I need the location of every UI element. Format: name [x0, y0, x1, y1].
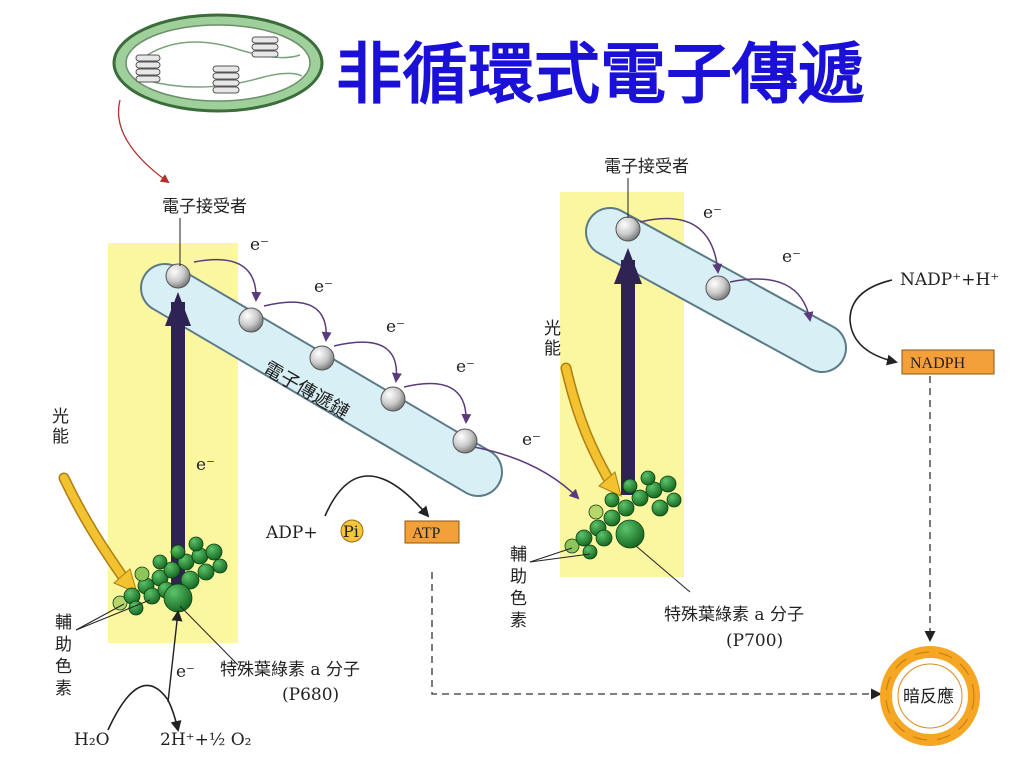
nadp-label: NADP⁺+H⁺ — [900, 270, 999, 290]
nadph-box — [901, 349, 995, 375]
p700-reaction-center — [615, 519, 645, 549]
dark-reaction-label: 暗反應 — [903, 686, 954, 707]
water-label: H₂O — [74, 730, 110, 750]
chloroplast-illustration — [112, 13, 324, 184]
reaction-center-2-code: (P700) — [726, 631, 783, 651]
svg-text:色: 色 — [510, 589, 527, 609]
electron-labels: e⁻ e⁻ e⁻ e⁻ e⁻ e⁻ e⁻ e⁻ e⁻ — [176, 203, 801, 682]
electron-label: e⁻ — [782, 247, 801, 267]
electron-label: e⁻ — [196, 455, 215, 475]
electron-acceptor-label-2: 電子接受者 — [604, 157, 689, 177]
svg-text:輔: 輔 — [510, 545, 527, 565]
reaction-center-1-name: 特殊葉綠素 a 分子 — [220, 660, 360, 680]
svg-text:輔: 輔 — [55, 613, 72, 633]
atp-box — [404, 520, 460, 544]
pi-label: Pi — [343, 522, 359, 541]
electron-carriers — [165, 216, 731, 454]
svg-text:素: 素 — [510, 611, 527, 631]
pigment-cluster-p700 — [564, 470, 682, 560]
p680-reaction-center — [163, 583, 193, 613]
water-splitting-arrow — [107, 684, 182, 732]
electron-label: e⁻ — [314, 277, 333, 297]
svg-text:助: 助 — [510, 567, 527, 587]
electron-hop-arrows — [193, 217, 814, 500]
light-energy-label-2b: 能 — [544, 339, 561, 359]
reaction-center-1-code: (P680) — [282, 685, 339, 705]
electron-label: e⁻ — [522, 430, 541, 450]
excitation-arrow-p700 — [614, 248, 642, 495]
svg-text:色: 色 — [55, 657, 72, 677]
svg-text:助: 助 — [55, 635, 72, 655]
dark-reaction-cycle: 暗反應 — [880, 646, 980, 746]
adp-label: ADP+ — [265, 523, 318, 543]
page-title: 非循環式電子傳遞 — [336, 36, 865, 113]
electron-label: e⁻ — [250, 235, 269, 255]
light-energy-label-1b: 能 — [52, 427, 69, 447]
electron-label: e⁻ — [176, 662, 195, 682]
pigment-cluster-p680 — [112, 536, 228, 616]
electron-label: e⁻ — [456, 357, 475, 377]
light-energy-arrow-2 — [560, 362, 622, 497]
light-energy-label-2a: 光 — [544, 319, 561, 339]
electron-transport-chain-1 — [142, 265, 501, 495]
electron-acceptor-label-1: 電子接受者 — [162, 197, 247, 217]
nadp-reduction-arrow — [849, 279, 898, 366]
reaction-center-2-name: 特殊葉綠素 a 分子 — [664, 605, 804, 625]
light-energy-label-1a: 光 — [52, 407, 69, 427]
light-energy-arrow-1 — [58, 472, 138, 594]
atp-label: ATP — [412, 525, 441, 542]
svg-text:素: 素 — [55, 679, 72, 699]
electron-label: e⁻ — [386, 317, 405, 337]
electron-label: e⁻ — [703, 203, 722, 223]
accessory-pigment-label-1: 輔 助 色 素 — [55, 599, 151, 699]
pi-circle — [340, 519, 364, 543]
water-products-label: 2H⁺+½ O₂ — [160, 730, 252, 750]
atp-to-dark-reaction-dashed — [431, 572, 882, 700]
nadph-label: NADPH — [910, 355, 966, 372]
atp-synthesis-arrow — [324, 475, 430, 518]
accessory-pigment-label-2: 輔 助 色 素 — [510, 545, 591, 631]
excitation-arrow-p680 — [165, 292, 191, 597]
